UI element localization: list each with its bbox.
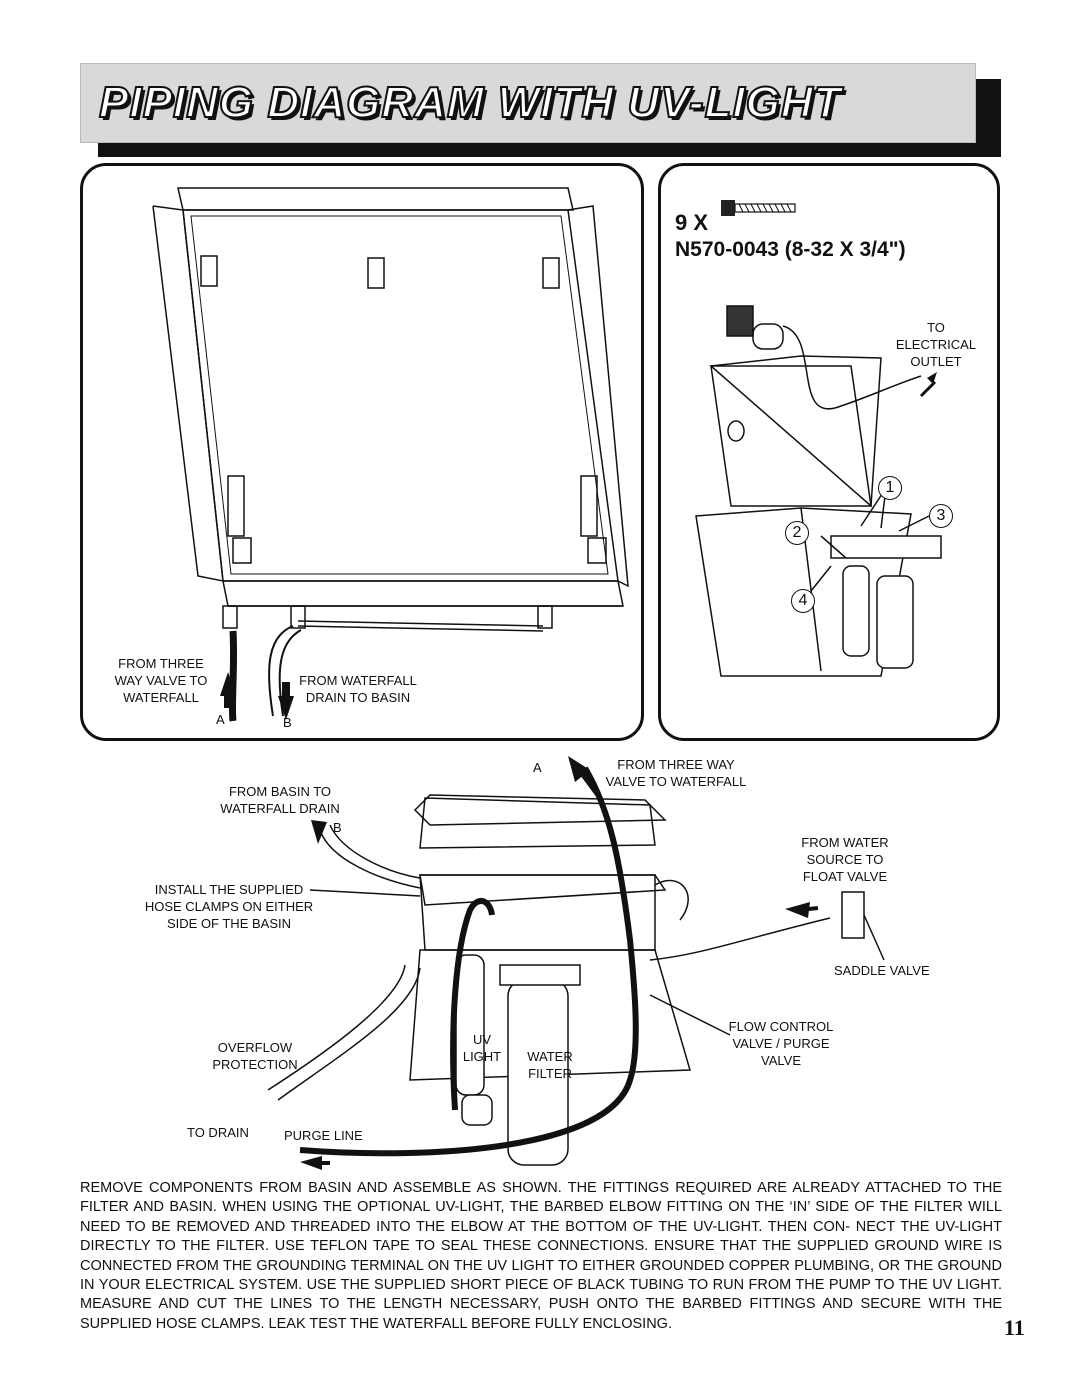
flow-control-label: FLOW CONTROL VALVE / PURGE VALVE [726, 1018, 836, 1069]
callout-3: 3 [929, 504, 953, 528]
overflow-line-1: OVERFLOW [217, 1040, 293, 1055]
outlet-line-1: TO [927, 320, 945, 335]
purge-line-label: PURGE LINE [284, 1128, 363, 1143]
water-filter-line-1: WATER [527, 1049, 573, 1064]
overflow-line-2: PROTECTION [212, 1057, 298, 1072]
parts-panel: 9 X N570-0043 (8-32 X 3/4") [658, 163, 1000, 741]
electrical-outlet-label: TO ELECTRICAL OUTLET [891, 319, 981, 370]
frame-label-b-line-2: DRAIN TO BASIN [305, 690, 411, 705]
from-water-source-label: FROM WATER SOURCE TO FLOAT VALVE [790, 834, 900, 885]
outlet-line-3: OUTLET [910, 354, 962, 369]
from-water-line-3: FLOAT VALVE [802, 869, 888, 884]
frame-label-a-line-3: WATERFALL [123, 690, 199, 705]
bottom-marker-a: A [533, 760, 542, 775]
callout-4: 4 [791, 589, 815, 613]
water-filter-label: WATER FILTER [520, 1048, 580, 1082]
instructions-paragraph: REMOVE COMPONENTS FROM BASIN AND ASSEMBL… [80, 1180, 1002, 1332]
waterfall-frame-drawing [152, 187, 629, 722]
frame-label-b-line-1: FROM WATERFALL [299, 673, 417, 688]
from-water-line-2: SOURCE TO [806, 852, 884, 867]
bottom-marker-b: B [333, 820, 342, 835]
from-three-way-line-1: FROM THREE WAY [617, 757, 735, 772]
page-number: 11 [1004, 1315, 1025, 1340]
screw-quantity: 9 X [675, 210, 709, 235]
flow-control-line-3: VALVE [761, 1053, 801, 1068]
from-three-way-line-2: VALVE TO WATERFALL [605, 774, 747, 789]
outlet-line-2: ELECTRICAL [895, 337, 977, 352]
install-clamps-line-2: HOSE CLAMPS ON EITHER [144, 899, 314, 914]
uv-line-2: LIGHT [462, 1049, 502, 1064]
float-valve-basin-drawing [695, 305, 942, 677]
flow-control-line-1: FLOW CONTROL [728, 1019, 834, 1034]
uv-light-label: UV LIGHT [460, 1031, 504, 1065]
from-water-line-1: FROM WATER [801, 835, 889, 850]
install-clamps-line-1: INSTALL THE SUPPLIED [154, 882, 304, 897]
install-clamps-line-3: SIDE OF THE BASIN [166, 916, 291, 931]
water-filter-line-2: FILTER [528, 1066, 572, 1081]
frame-marker-b: B [283, 715, 292, 730]
callout-2: 2 [785, 521, 809, 545]
frame-label-a-line-1: FROM THREE [118, 656, 204, 671]
overflow-label: OVERFLOW PROTECTION [205, 1039, 305, 1073]
from-basin-line-2: WATERFALL DRAIN [220, 801, 340, 816]
screw-icon [721, 200, 796, 216]
frame-panel: FROM THREE WAY VALVE TO WATERFALL FROM W… [80, 163, 644, 741]
frame-label-b: FROM WATERFALL DRAIN TO BASIN [293, 672, 423, 706]
flow-control-line-2: VALVE / PURGE [732, 1036, 830, 1051]
install-clamps-label: INSTALL THE SUPPLIED HOSE CLAMPS ON EITH… [134, 881, 324, 932]
frame-label-a-line-2: WAY VALVE TO [114, 673, 208, 688]
basin-piping-drawing [267, 756, 885, 1170]
from-three-way-label: FROM THREE WAY VALVE TO WATERFALL [596, 756, 756, 790]
frame-marker-a: A [216, 712, 225, 727]
frame-label-a: FROM THREE WAY VALVE TO WATERFALL [111, 655, 211, 706]
callout-1: 1 [878, 476, 902, 500]
to-drain-label: TO DRAIN [187, 1125, 249, 1140]
page-title: PIPING DIAGRAM WITH UV-LIGHT [98, 77, 842, 128]
saddle-valve-label: SADDLE VALVE [834, 963, 930, 978]
from-basin-line-1: FROM BASIN TO [228, 784, 332, 799]
screw-part-number: N570-0043 (8-32 X 3/4") [675, 238, 906, 261]
title-banner: PIPING DIAGRAM WITH UV-LIGHT [80, 63, 976, 143]
from-basin-label: FROM BASIN TO WATERFALL DRAIN [205, 783, 355, 817]
uv-line-1: UV [472, 1032, 492, 1047]
